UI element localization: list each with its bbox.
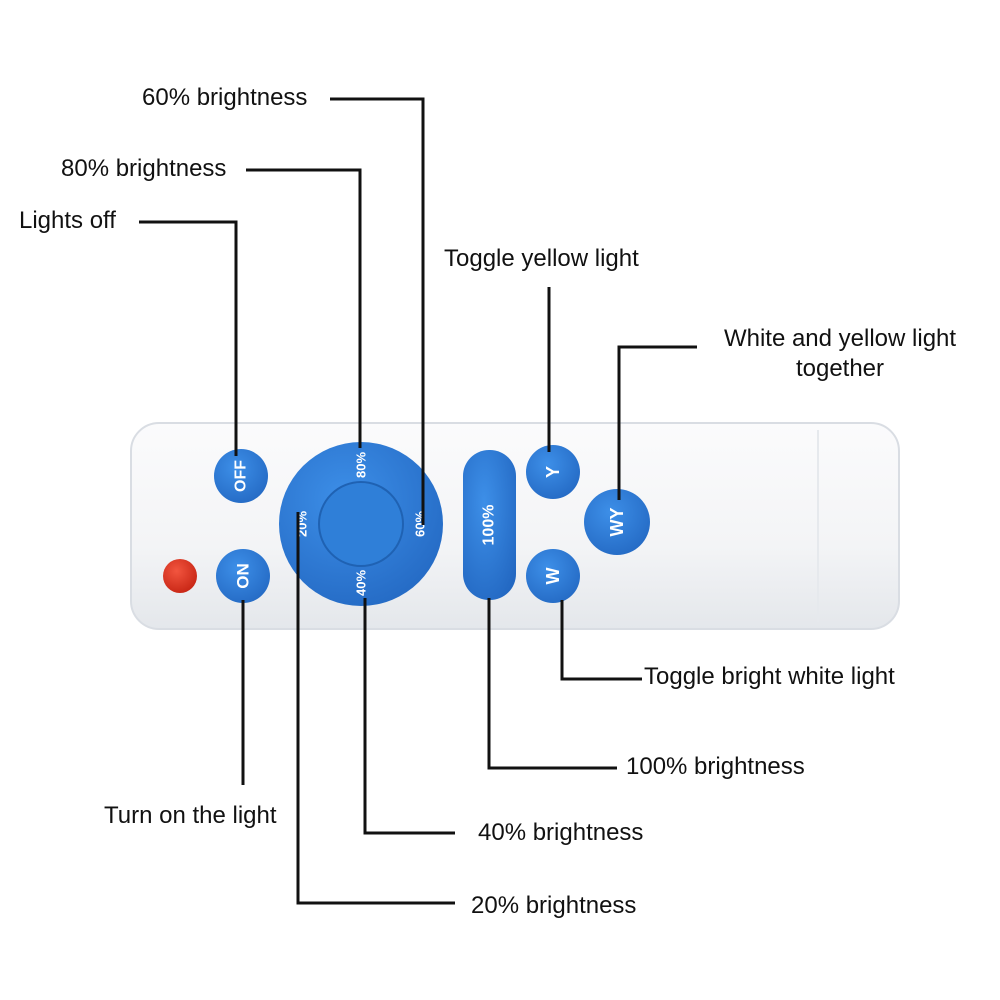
off-button[interactable]: OFF xyxy=(214,449,268,503)
brightness-80-button[interactable]: 80% xyxy=(354,452,369,478)
callout-lines xyxy=(139,97,697,905)
w-button[interactable]: W xyxy=(526,549,580,603)
brightness-60-button[interactable]: 60% xyxy=(413,511,428,537)
brightness-dial: 80% 60% 40% 20% xyxy=(279,442,443,606)
brightness-100-button[interactable]: 100% xyxy=(463,450,516,600)
callout-line-wy xyxy=(617,345,697,500)
label-turn-on: Turn on the light xyxy=(104,802,277,829)
label-white-yellow-line1: White and yellow light xyxy=(723,325,957,352)
power-led-indicator xyxy=(163,559,197,593)
label-60-brightness: 60% brightness xyxy=(142,84,308,111)
w-button-label: W xyxy=(543,568,563,585)
callout-line-20 xyxy=(296,512,455,905)
y-button[interactable]: Y xyxy=(526,445,580,499)
label-white-yellow-line2: together xyxy=(795,355,885,382)
brightness-100-label: 100% xyxy=(481,505,498,546)
callout-line-w xyxy=(560,600,642,681)
label-80-brightness: 80% brightness xyxy=(61,155,227,182)
center-button[interactable] xyxy=(318,481,404,567)
callout-line-80 xyxy=(246,168,362,448)
callout-line-60 xyxy=(330,97,425,525)
label-lights-off: Lights off xyxy=(19,207,116,234)
label-40-brightness: 40% brightness xyxy=(478,819,644,846)
callout-line-40 xyxy=(363,598,455,835)
label-toggle-white: Toggle bright white light xyxy=(644,663,895,690)
wy-button[interactable]: WY xyxy=(584,489,650,555)
on-button[interactable]: ON xyxy=(216,549,270,603)
wy-button-label: WY xyxy=(607,508,627,537)
brightness-40-button[interactable]: 40% xyxy=(354,570,369,596)
label-100-brightness: 100% brightness xyxy=(626,753,805,780)
on-button-label: ON xyxy=(234,563,253,589)
callout-line-off xyxy=(139,220,238,456)
label-toggle-yellow: Toggle yellow light xyxy=(444,245,639,272)
label-20-brightness: 20% brightness xyxy=(471,892,637,919)
y-button-label: Y xyxy=(543,466,563,478)
callout-line-100 xyxy=(487,598,617,770)
off-button-label: OFF xyxy=(233,460,250,492)
